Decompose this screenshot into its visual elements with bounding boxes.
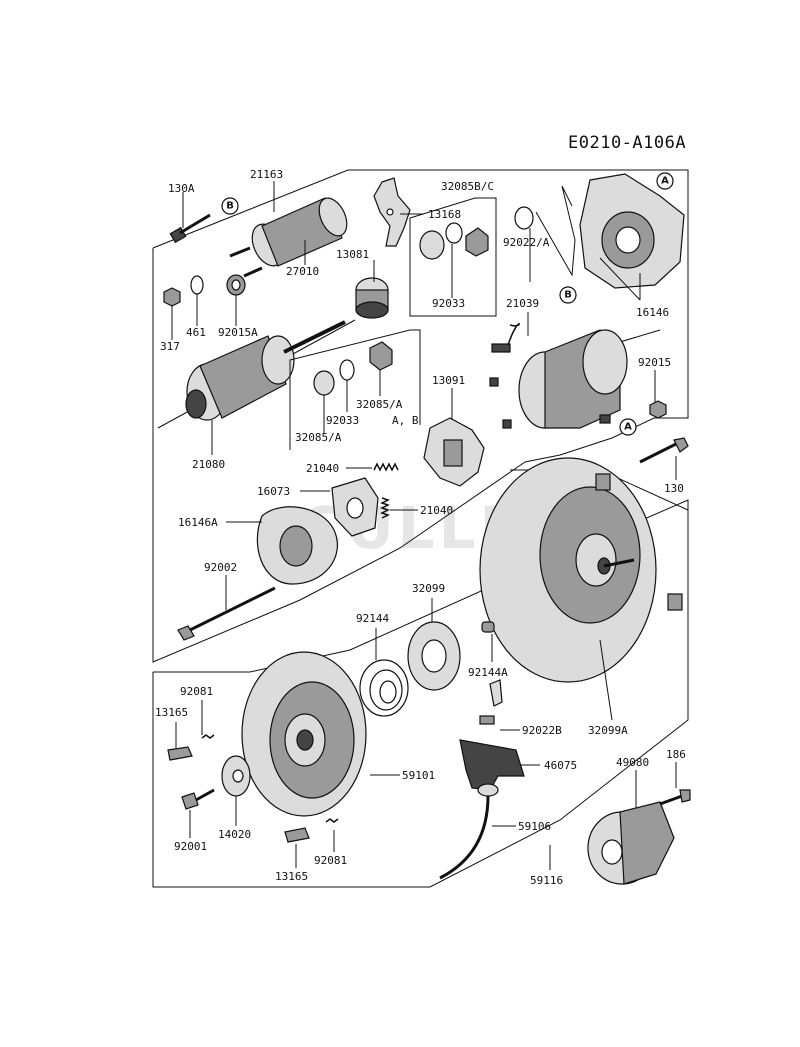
- part-label-46075[interactable]: 46075: [544, 759, 577, 772]
- pinion-clutch-icon[interactable]: [355, 277, 389, 319]
- part-label-59116[interactable]: 59116: [530, 874, 563, 887]
- part-label-13168[interactable]: 13168: [428, 208, 461, 221]
- ref-marker-b-2[interactable]: B: [559, 286, 577, 304]
- ratchet-32099-icon[interactable]: [407, 621, 461, 691]
- nut-92015A-icon[interactable]: [226, 274, 246, 296]
- solenoid-switch-icon[interactable]: [229, 194, 352, 278]
- part-label-32099[interactable]: 32099: [412, 582, 445, 595]
- part-label-16146[interactable]: 16146: [636, 306, 669, 319]
- part-label-32085BC[interactable]: 32085B/C: [441, 180, 494, 193]
- part-label-130[interactable]: 130: [664, 482, 684, 495]
- part-label-16146A[interactable]: 16146A: [178, 516, 218, 529]
- washer-92022B-icon[interactable]: [479, 679, 503, 725]
- recoil-reel-59101-icon[interactable]: [241, 651, 367, 817]
- brush-holder-a-icon[interactable]: [313, 341, 393, 396]
- bolt-130A-icon[interactable]: [169, 213, 211, 244]
- part-label-32099A[interactable]: 32099A: [588, 724, 628, 737]
- part-label-92015A[interactable]: 92015A: [218, 326, 258, 339]
- brush-plate-16073-icon[interactable]: [331, 477, 379, 537]
- part-label-14020[interactable]: 14020: [218, 828, 251, 841]
- part-label-92081a[interactable]: 92081: [180, 685, 213, 698]
- part-label-92144A[interactable]: 92144A: [468, 666, 508, 679]
- ref-marker-a-2[interactable]: A: [619, 418, 637, 436]
- part-label-32085A[interactable]: 32085/A: [295, 431, 342, 444]
- part-label-92015[interactable]: 92015: [638, 356, 671, 369]
- part-label-92022B[interactable]: 92022B: [522, 724, 562, 737]
- part-label-16073[interactable]: 16073: [257, 485, 290, 498]
- washer-92022A-icon[interactable]: [514, 206, 534, 230]
- end-cover-16146-icon[interactable]: [579, 173, 685, 289]
- yoke-field-coil-icon[interactable]: [489, 323, 628, 429]
- ref-marker-label: B: [226, 201, 234, 212]
- part-label-13091[interactable]: 13091: [432, 374, 465, 387]
- part-label-13081[interactable]: 13081: [336, 248, 369, 261]
- spiral-spring-92144-icon[interactable]: [359, 659, 409, 717]
- ref-marker-b-1[interactable]: B: [221, 197, 239, 215]
- part-label-92002[interactable]: 92002: [204, 561, 237, 574]
- pawl-13165b-icon[interactable]: [284, 827, 310, 843]
- part-label-92033b[interactable]: 92033: [326, 414, 359, 427]
- part-label-92001[interactable]: 92001: [174, 840, 207, 853]
- part-label-27010[interactable]: 27010: [286, 265, 319, 278]
- spring-21040b-icon[interactable]: [380, 497, 390, 519]
- brush-holder-bc-icon[interactable]: [419, 222, 489, 260]
- spring-92144A-icon[interactable]: [481, 621, 495, 633]
- bolt-130-icon[interactable]: [639, 437, 689, 464]
- ref-marker-a-1[interactable]: A: [656, 172, 674, 190]
- part-label-32085A-top[interactable]: 32085/A: [356, 398, 403, 411]
- rear-cover-16146A-icon[interactable]: [256, 506, 338, 585]
- ref-marker-label: B: [564, 290, 572, 301]
- part-label-130A[interactable]: 130A: [168, 182, 195, 195]
- leader-lines: [171, 181, 677, 870]
- part-label-21040b[interactable]: 21040: [420, 504, 453, 517]
- shift-lever-icon[interactable]: [373, 177, 411, 247]
- recoil-cover-32099A-icon[interactable]: [479, 457, 683, 683]
- part-label-13165a[interactable]: 13165: [155, 706, 188, 719]
- part-label-49080[interactable]: 49080: [616, 756, 649, 769]
- nut-317-icon[interactable]: [163, 287, 181, 307]
- part-label-92081b[interactable]: 92081: [314, 854, 347, 867]
- through-bolt-92002-icon[interactable]: [177, 586, 276, 641]
- part-label-59106[interactable]: 59106: [518, 820, 551, 833]
- part-label-461[interactable]: 461: [186, 326, 206, 339]
- bolt-186-icon[interactable]: [659, 789, 691, 806]
- spring-92081b-icon[interactable]: [325, 818, 339, 823]
- part-label-92033a[interactable]: 92033: [432, 297, 465, 310]
- washer-461-icon[interactable]: [190, 275, 204, 295]
- starter-pulley-49080-icon[interactable]: [587, 801, 675, 885]
- upper-assembly-outline: [152, 169, 689, 663]
- starter-handle-46075-icon[interactable]: [459, 739, 525, 797]
- part-label-317[interactable]: 317: [160, 340, 180, 353]
- guide-14020-icon[interactable]: [221, 755, 251, 797]
- bolt-92001-icon[interactable]: [181, 788, 215, 810]
- pawl-13165a-icon[interactable]: [167, 746, 193, 761]
- part-label-21080[interactable]: 21080: [192, 458, 225, 471]
- part-label-AB: A, B: [392, 414, 419, 427]
- diagram-code: E0210-A106A: [568, 133, 686, 153]
- part-labels: 130A 21163 13168 32085B/C 317 461 92015A…: [155, 168, 686, 887]
- spring-92081a-icon[interactable]: [201, 734, 215, 739]
- spring-21040a-icon[interactable]: [373, 462, 399, 472]
- part-label-13165b[interactable]: 13165: [275, 870, 308, 883]
- part-label-21040a[interactable]: 21040: [306, 462, 339, 475]
- part-label-92144[interactable]: 92144: [356, 612, 389, 625]
- ref-marker-label: A: [624, 422, 632, 433]
- part-label-21039[interactable]: 21039: [506, 297, 539, 310]
- ref-marker-label: A: [661, 176, 669, 187]
- part-label-21163[interactable]: 21163: [250, 168, 283, 181]
- nut-92015-icon[interactable]: [649, 400, 667, 419]
- armature-icon[interactable]: [185, 320, 346, 421]
- part-label-92022A[interactable]: 92022/A: [503, 236, 550, 249]
- part-label-59101[interactable]: 59101: [402, 769, 435, 782]
- brush-holder-13091-icon[interactable]: [423, 417, 485, 487]
- starter-rope-59106-icon[interactable]: [439, 795, 490, 880]
- part-label-186[interactable]: 186: [666, 748, 686, 761]
